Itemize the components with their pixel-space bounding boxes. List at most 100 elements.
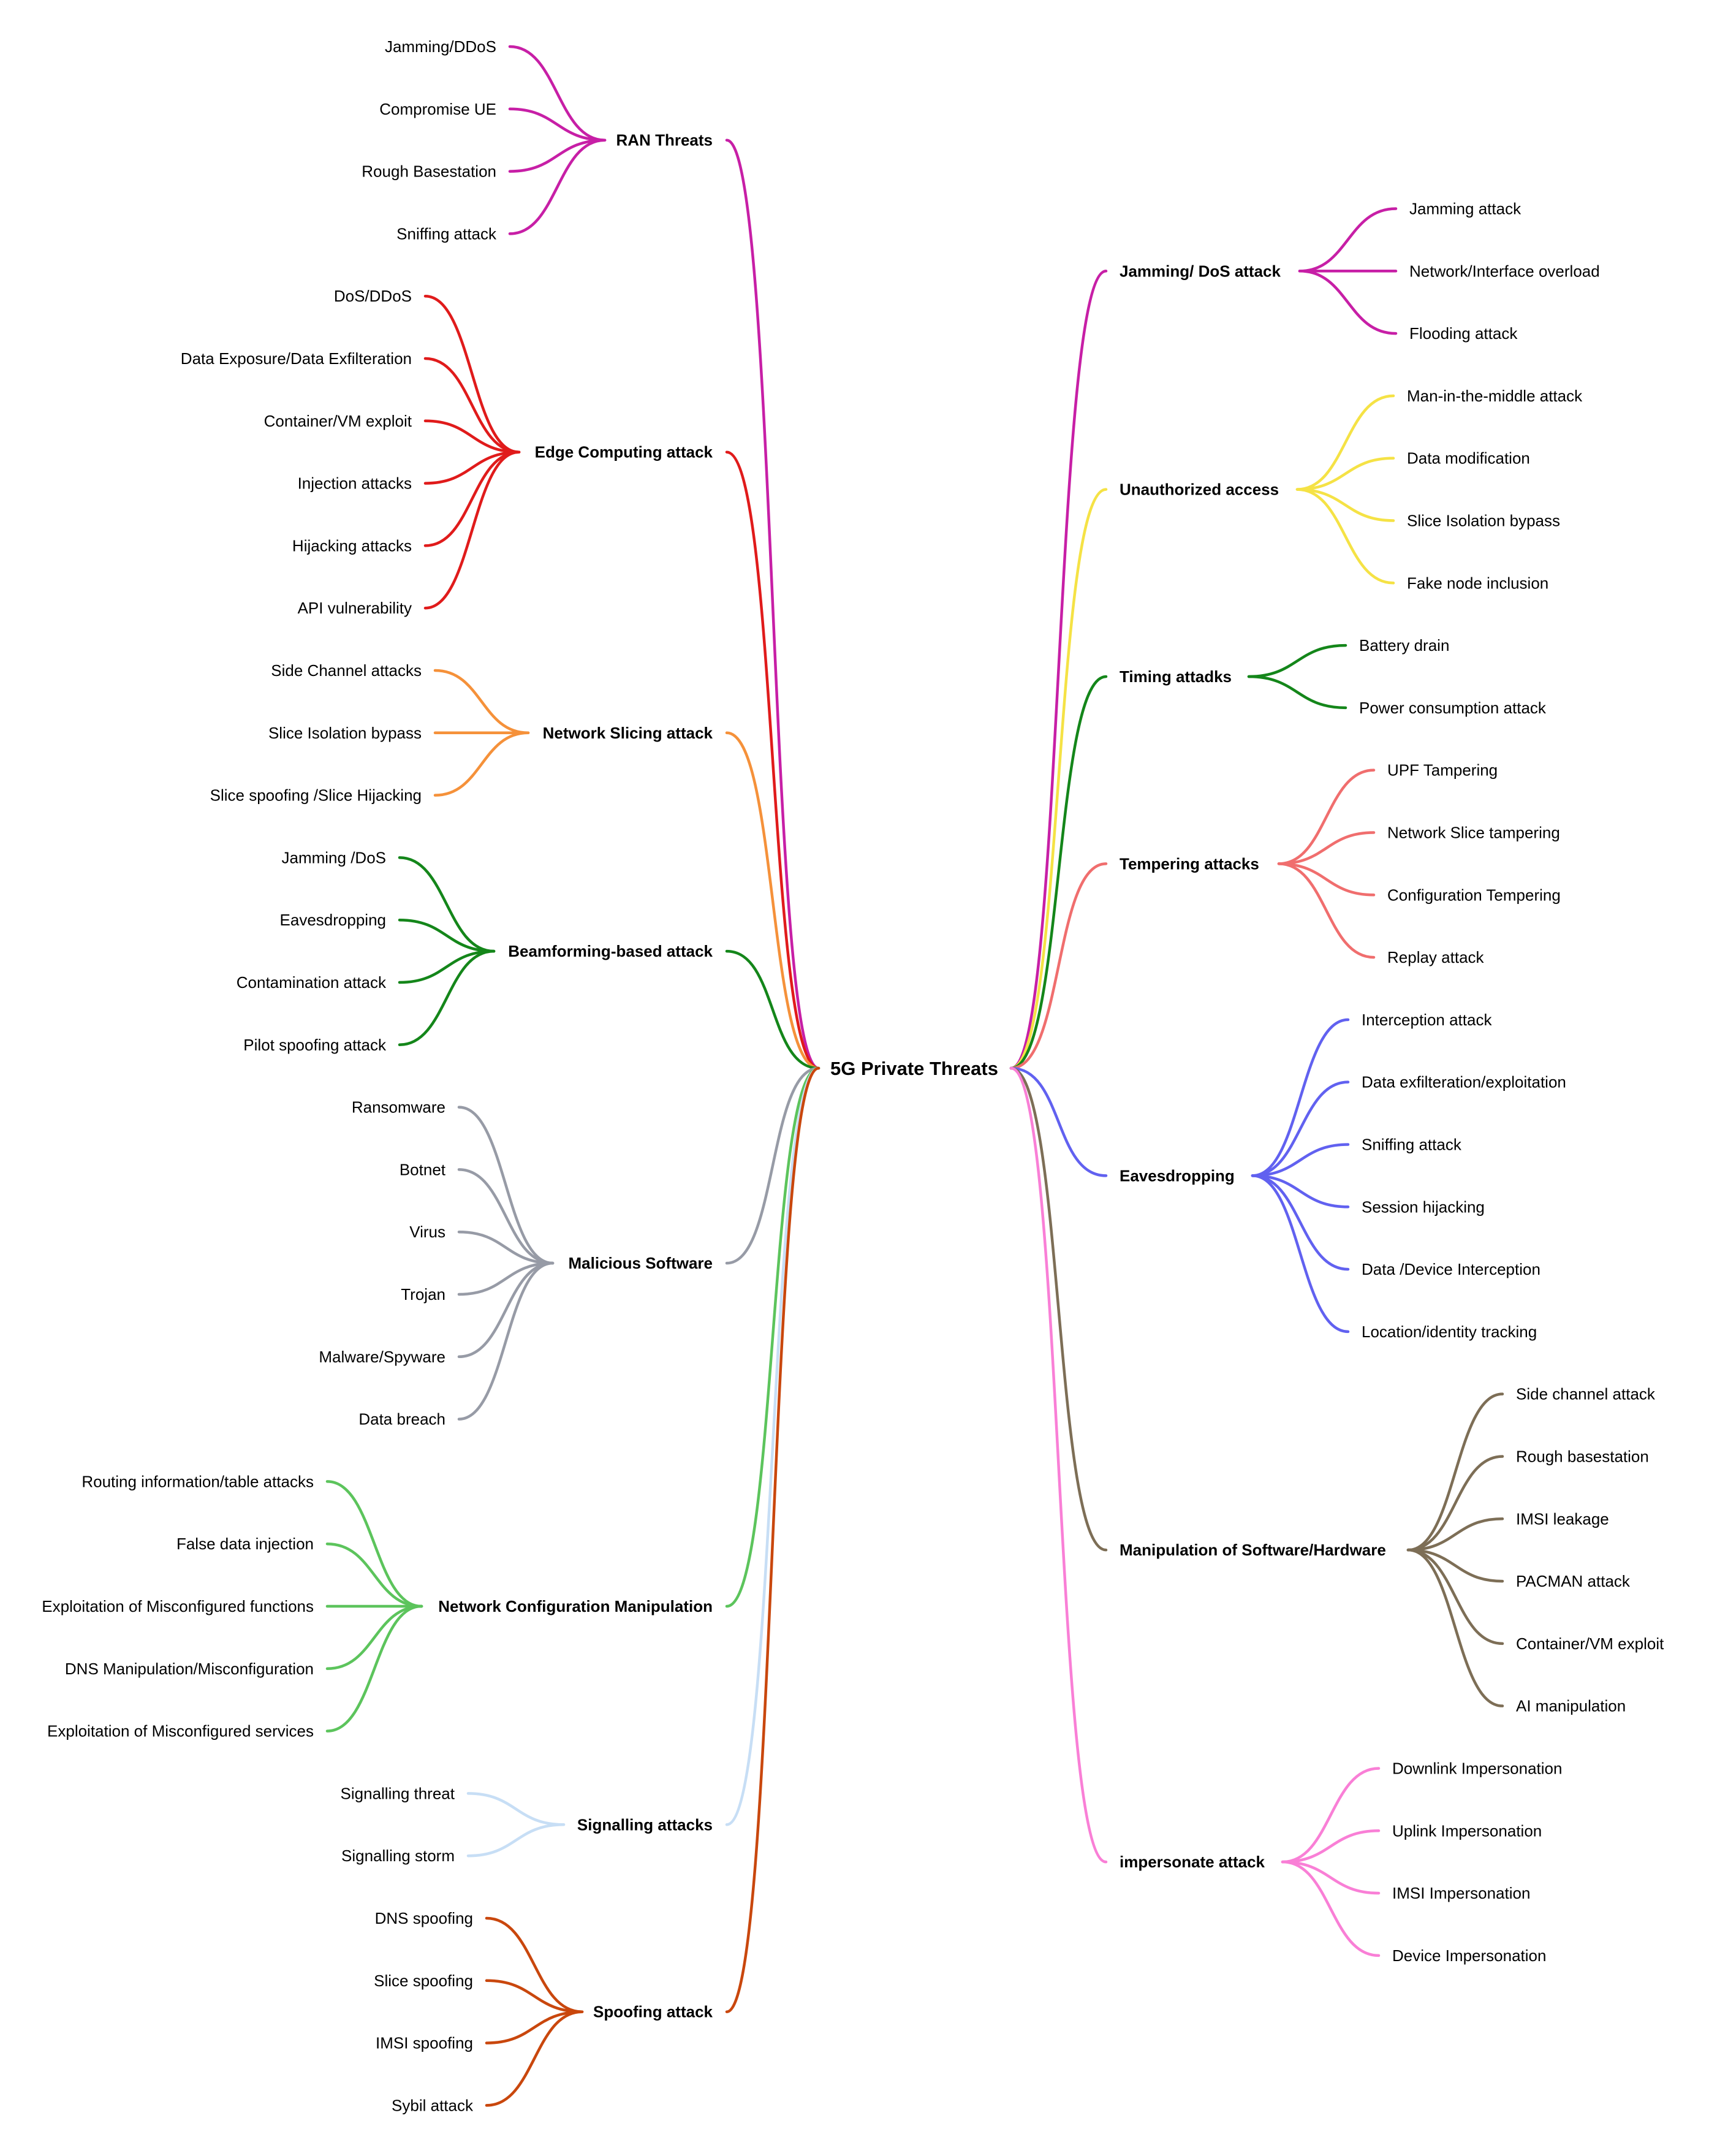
leaf-node[interactable]: DNS spoofing <box>375 1909 473 1927</box>
leaf-node[interactable]: Side Channel attacks <box>271 661 422 680</box>
leaf-node[interactable]: Jamming /DoS <box>282 848 387 867</box>
branch-node[interactable]: Tempering attacks <box>1120 854 1259 873</box>
leaf-node[interactable]: Data Exposure/Data Exfilteration <box>181 349 412 368</box>
leaf-node[interactable]: Slice Isolation bypass <box>268 724 422 742</box>
leaf-link <box>1281 1860 1381 1957</box>
leaf-node[interactable]: IMSI leakage <box>1516 1509 1609 1528</box>
branch-link-5 <box>725 1066 820 1608</box>
leaf-node[interactable]: Slice spoofing /Slice Hijacking <box>210 786 422 805</box>
leaf-node[interactable]: API vulnerability <box>298 599 412 617</box>
branch-node[interactable]: Beamforming-based attack <box>508 942 713 960</box>
leaf-node[interactable]: IMSI spoofing <box>376 2034 473 2052</box>
branch-node[interactable]: Timing attadks <box>1120 667 1232 686</box>
leaf-node[interactable]: Exploitation of Misconfigured services <box>47 1722 314 1740</box>
leaf-node[interactable]: Slice spoofing <box>374 1972 473 1990</box>
leaf-node[interactable]: Ransomware <box>352 1098 445 1117</box>
leaf-node[interactable]: Sybil attack <box>392 2096 474 2114</box>
leaf-node[interactable]: Sniffing attack <box>1362 1135 1462 1153</box>
leaf-node[interactable]: Jamming/DDoS <box>385 37 496 56</box>
leaf-node[interactable]: Exploitation of Misconfigured functions <box>42 1597 314 1615</box>
leaf-link <box>1251 1174 1350 1209</box>
leaf-node[interactable]: Malware/Spyware <box>319 1348 445 1366</box>
leaf-node[interactable]: Power consumption attack <box>1359 699 1547 717</box>
leaf-node[interactable]: Pilot spoofing attack <box>243 1036 387 1054</box>
leaf-node[interactable]: Eavesdropping <box>280 911 386 929</box>
leaf-node[interactable]: Data modification <box>1407 449 1530 468</box>
leaf-node[interactable]: Virus <box>409 1223 445 1241</box>
leaf-node[interactable]: False data injection <box>176 1535 314 1553</box>
leaf-link <box>1251 1143 1350 1177</box>
leaf-node[interactable]: Fake node inclusion <box>1407 574 1548 592</box>
branch-node[interactable]: Edge Computing attack <box>535 443 713 461</box>
leaf-node[interactable]: Data exfilteration/exploitation <box>1362 1073 1566 1091</box>
leaf-node[interactable]: UPF Tampering <box>1387 761 1498 780</box>
leaf-node[interactable]: Side channel attack <box>1516 1385 1656 1403</box>
leaf-node[interactable]: Container/VM exploit <box>1516 1634 1664 1653</box>
leaf-node[interactable]: Network Slice tampering <box>1387 823 1560 841</box>
root-node[interactable]: 5G Private Threats <box>830 1058 998 1079</box>
leaf-node[interactable]: Sniffing attack <box>396 224 497 243</box>
branch-link-r2 <box>1009 675 1108 1070</box>
leaf-node[interactable]: Device Impersonation <box>1392 1946 1546 1965</box>
leaf-node[interactable]: Contamination attack <box>237 973 387 992</box>
leaf-node[interactable]: Downlink Impersonation <box>1392 1759 1562 1777</box>
branch-node[interactable]: Malicious Software <box>569 1254 713 1272</box>
branch-node[interactable]: Signalling attacks <box>577 1815 713 1834</box>
leaf-node[interactable]: Replay attack <box>1387 948 1485 966</box>
branch-node[interactable]: Jamming/ DoS attack <box>1120 262 1281 280</box>
leaf-node[interactable]: Injection attacks <box>298 474 412 493</box>
leaf-link <box>1247 675 1347 710</box>
leaf-node[interactable]: DoS/DDoS <box>334 287 412 305</box>
leaf-node[interactable]: IMSI Impersonation <box>1392 1884 1530 1902</box>
leaf-node[interactable]: Hijacking attacks <box>292 536 412 555</box>
leaf-node[interactable]: DNS Manipulation/Misconfiguration <box>65 1660 314 1678</box>
leaf-node[interactable]: Jamming attack <box>1409 199 1521 218</box>
branch-node[interactable]: Network Configuration Manipulation <box>438 1597 713 1615</box>
leaf-node[interactable]: AI manipulation <box>1516 1697 1626 1715</box>
leaf-node[interactable]: Uplink Impersonation <box>1392 1821 1542 1840</box>
leaf-node[interactable]: Trojan <box>401 1285 445 1304</box>
leaf-node[interactable]: Slice Isolation bypass <box>1407 511 1560 530</box>
leaf-node[interactable]: Botnet <box>400 1160 446 1179</box>
leaf-node[interactable]: Configuration Tempering <box>1387 886 1561 904</box>
leaf-link <box>423 450 521 485</box>
branch-node[interactable]: Eavesdropping <box>1120 1166 1235 1185</box>
branch-link-3 <box>725 949 820 1070</box>
leaf-link <box>508 139 607 173</box>
leaf-node[interactable]: Battery drain <box>1359 636 1449 655</box>
leaf-link <box>1406 1548 1504 1645</box>
leaf-node[interactable]: Man-in-the-middle attack <box>1407 387 1583 405</box>
leaf-node[interactable]: Rough Basestation <box>362 162 496 181</box>
leaf-node[interactable]: Routing information/table attacks <box>81 1472 314 1490</box>
leaf-node[interactable]: Signalling threat <box>341 1784 455 1802</box>
leaf-link <box>1295 457 1395 491</box>
leaf-node[interactable]: Location/identity tracking <box>1362 1323 1537 1341</box>
branch-node[interactable]: impersonate attack <box>1120 1853 1265 1871</box>
leaf-link <box>1406 1455 1504 1552</box>
leaf-node[interactable]: Rough basestation <box>1516 1447 1649 1465</box>
leaf-node[interactable]: Flooding attack <box>1409 324 1518 343</box>
branch-node[interactable]: Unauthorized access <box>1120 480 1279 499</box>
leaf-node[interactable]: Data /Device Interception <box>1362 1260 1540 1278</box>
leaf-node[interactable]: Interception attack <box>1362 1011 1492 1029</box>
leaf-node[interactable]: Signalling storm <box>341 1847 455 1865</box>
node-labels: 5G Private Threats Jamming/DDoS Compromis… <box>42 37 1664 2114</box>
leaf-link <box>1295 488 1395 522</box>
leaf-link <box>466 1823 566 1858</box>
branch-node[interactable]: RAN Threats <box>616 131 713 150</box>
leaf-node[interactable]: Session hijacking <box>1362 1198 1485 1216</box>
leaf-link <box>1406 1392 1504 1552</box>
leaf-node[interactable]: Container/VM exploit <box>264 412 412 430</box>
branch-link-0 <box>725 139 820 1070</box>
branch-link-r0 <box>1009 270 1108 1070</box>
leaf-node[interactable]: Network/Interface overload <box>1409 262 1600 280</box>
branch-node[interactable]: Network Slicing attack <box>543 724 713 742</box>
leaf-link <box>1277 862 1376 897</box>
leaf-node[interactable]: Data breach <box>358 1410 445 1429</box>
leaf-node[interactable]: PACMAN attack <box>1516 1572 1631 1590</box>
branch-node[interactable]: Spoofing attack <box>593 2003 713 2021</box>
leaf-node[interactable]: Compromise UE <box>379 100 496 118</box>
leaf-link <box>457 1261 555 1421</box>
branch-node[interactable]: Manipulation of Software/Hardware <box>1120 1541 1386 1559</box>
